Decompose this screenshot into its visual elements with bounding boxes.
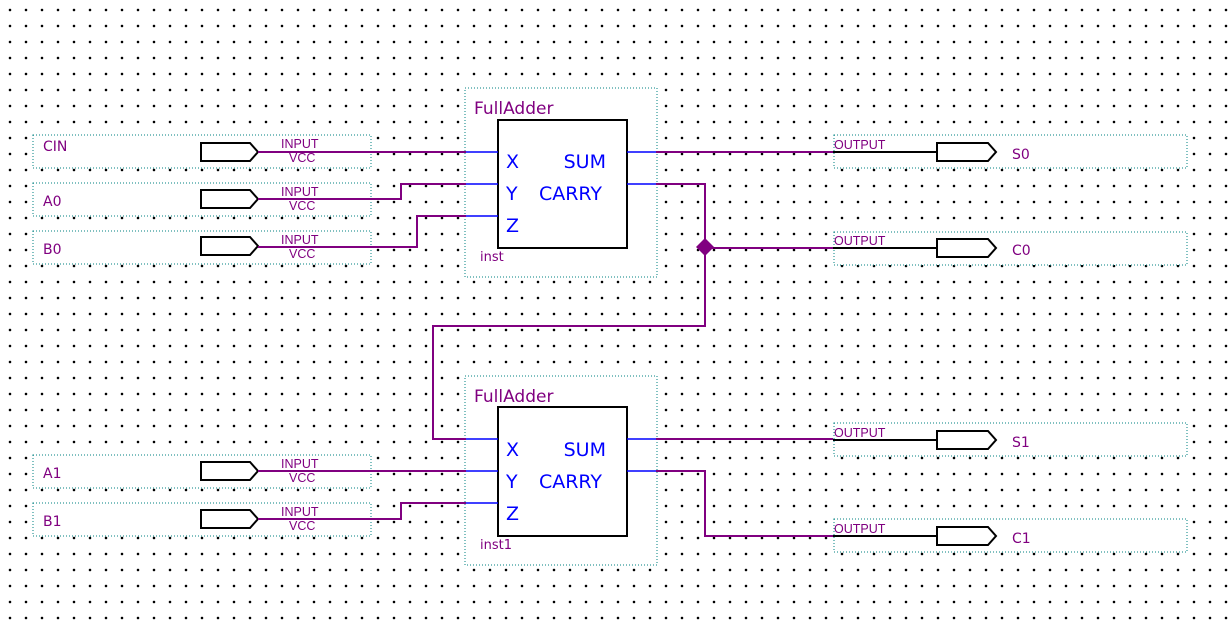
pin-tag: OUTPUT — [834, 138, 886, 152]
pin-name: B0 — [43, 242, 62, 258]
pin-tag: INPUT — [281, 137, 319, 151]
input-pin-a0[interactable]: A0 INPUT VCC — [32, 182, 372, 217]
block-body — [497, 406, 628, 537]
pin-name: C0 — [1012, 243, 1031, 259]
pin-tag: OUTPUT — [834, 234, 886, 248]
pin-default: VCC — [289, 199, 315, 213]
wire-carry0-x1[interactable] — [432, 183, 706, 440]
pin-name: S0 — [1012, 147, 1030, 163]
wire-carry1-c1[interactable] — [656, 470, 833, 537]
port-y-label: Y — [505, 471, 518, 493]
wires — [258, 151, 833, 537]
input-pin-symbol — [200, 189, 260, 209]
pin-default: VCC — [289, 247, 315, 261]
output-pin-symbol — [936, 430, 998, 450]
input-pin-symbol — [200, 142, 260, 162]
pin-default: VCC — [289, 519, 315, 533]
block-title: FullAdder — [474, 387, 553, 407]
block-body — [497, 119, 628, 249]
wire-a0-y[interactable] — [258, 183, 466, 200]
port-z-label: Z — [506, 503, 519, 525]
pin-tag: OUTPUT — [834, 426, 886, 440]
input-pin-symbol — [200, 461, 260, 481]
pin-name: S1 — [1012, 435, 1030, 451]
port-sum-label: SUM — [564, 439, 606, 461]
block-title: FullAdder — [474, 99, 553, 119]
pin-tag: INPUT — [281, 233, 319, 247]
pin-tag: INPUT — [281, 505, 319, 519]
wire-junction — [696, 238, 714, 256]
wire-b0-z[interactable] — [258, 215, 466, 248]
output-pin-c1[interactable]: OUTPUT C1 — [833, 518, 1188, 553]
pin-default: VCC — [289, 151, 315, 165]
port-y-label: Y — [505, 183, 518, 205]
port-sum-label: SUM — [564, 151, 606, 173]
port-x-label: X — [506, 151, 519, 173]
instance-name: inst — [480, 250, 504, 265]
pin-name: A0 — [43, 194, 61, 210]
pin-name: A1 — [43, 466, 61, 482]
instance-name: inst1 — [480, 538, 512, 553]
input-pin-b0[interactable]: B0 INPUT VCC — [32, 230, 372, 265]
port-carry-label: CARRY — [539, 471, 602, 493]
port-z-label: Z — [506, 215, 519, 237]
output-pin-symbol — [936, 142, 998, 162]
pin-tag: OUTPUT — [834, 522, 886, 536]
pin-default: VCC — [289, 471, 315, 485]
wire-b1-z[interactable] — [258, 502, 466, 520]
input-pin-symbol — [200, 509, 260, 529]
full-adder-block-inst1[interactable]: FullAdder X Y Z SUM CARRY inst1 — [464, 375, 658, 566]
pin-tag: INPUT — [281, 185, 319, 199]
pin-tag: INPUT — [281, 457, 319, 471]
output-pin-symbol — [936, 526, 998, 546]
port-carry-label: CARRY — [539, 183, 602, 205]
full-adder-block-inst[interactable]: FullAdder X Y Z SUM CARRY inst — [464, 87, 658, 278]
output-pin-c0[interactable]: OUTPUT C0 — [833, 231, 1188, 266]
pin-name: C1 — [1012, 531, 1031, 547]
pin-name: B1 — [43, 514, 62, 530]
input-pin-symbol — [200, 236, 260, 256]
output-pin-s0[interactable]: OUTPUT S0 — [833, 134, 1188, 169]
pin-name: CIN — [43, 139, 67, 155]
port-x-label: X — [506, 439, 519, 461]
output-pin-symbol — [936, 238, 998, 258]
output-pin-s1[interactable]: OUTPUT S1 — [833, 422, 1188, 457]
